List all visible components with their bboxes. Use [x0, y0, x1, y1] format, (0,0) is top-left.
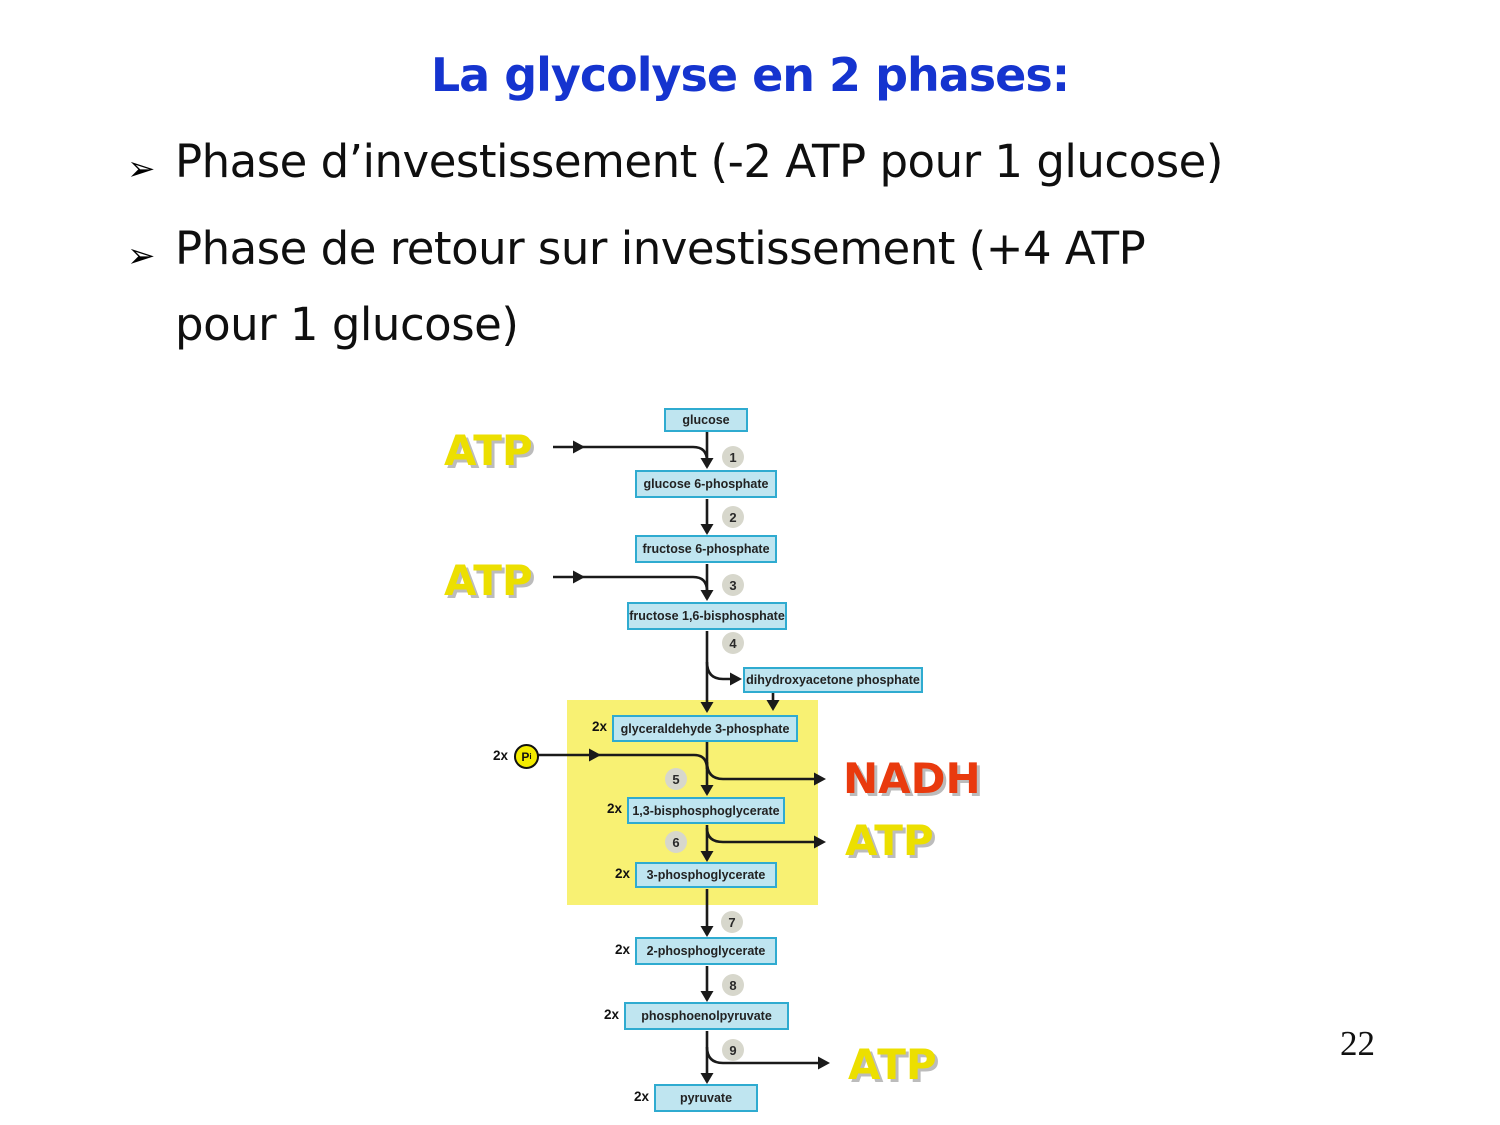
page-number: 22: [1340, 1024, 1375, 1063]
step-circle-9: 9: [722, 1039, 744, 1061]
bullet-2-text-line1: Phase de retour sur investissement (+4 A…: [175, 222, 1146, 275]
bullet-2-text-line2: pour 1 glucose): [175, 298, 519, 351]
step-circle-5: 5: [665, 768, 687, 790]
multiplier-gap: 2x: [591, 719, 607, 734]
step-circle-3: 3: [722, 574, 744, 596]
multiplier-pg3: 2x: [614, 866, 630, 881]
step-circle-8: 8: [722, 974, 744, 996]
multiplier-pyruvate: 2x: [633, 1089, 649, 1104]
multiplier-pep: 2x: [603, 1007, 619, 1022]
slide-title: La glycolyse en 2 phases:: [430, 48, 1070, 102]
multiplier-pi: 2x: [492, 748, 508, 763]
metabolite-box-glucose: glucose: [664, 408, 748, 432]
metabolite-box-glucose-6-phosphate: glucose 6-phosphate: [635, 470, 777, 498]
atp-output-label-2: ATP: [848, 1040, 937, 1089]
step-circle-7: 7: [721, 911, 743, 933]
metabolite-box-fructose-6-phosphate: fructose 6-phosphate: [635, 535, 777, 563]
step-circle-4: 4: [722, 632, 744, 654]
atp-input-label-2: ATP: [444, 556, 533, 605]
metabolite-box-13-bisphosphoglycerate: 1,3-bisphosphoglycerate: [627, 797, 785, 824]
metabolite-box-2-phosphoglycerate: 2-phosphoglycerate: [635, 937, 777, 965]
multiplier-bpg: 2x: [606, 801, 622, 816]
pi-symbol: P: [521, 749, 530, 764]
atp-input-label-1: ATP: [444, 426, 533, 475]
metabolite-box-phosphoenolpyruvate: phosphoenolpyruvate: [624, 1002, 789, 1030]
bullet-marker: ➢: [127, 149, 156, 189]
step-circle-1: 1: [722, 446, 744, 468]
metabolite-box-pyruvate: pyruvate: [654, 1084, 758, 1112]
metabolite-box-glyceraldehyde-3-phosphate: glyceraldehyde 3-phosphate: [612, 715, 798, 742]
bullet-1-text: Phase d’investissement (-2 ATP pour 1 gl…: [175, 135, 1223, 188]
metabolite-box-dihydroxyacetone-phosphate: dihydroxyacetone phosphate: [743, 667, 923, 693]
metabolite-box-3-phosphoglycerate: 3-phosphoglycerate: [635, 862, 777, 888]
step-circle-2: 2: [722, 506, 744, 528]
atp-output-label-1: ATP: [845, 816, 934, 865]
pi-subscript: i: [529, 751, 532, 761]
bullet-marker: ➢: [127, 236, 156, 276]
metabolite-box-fructose-16-bisphosphate: fructose 1,6-bisphosphate: [627, 602, 787, 630]
multiplier-pg2: 2x: [614, 942, 630, 957]
step-circle-6: 6: [665, 831, 687, 853]
nadh-output-label: NADH: [843, 754, 981, 803]
